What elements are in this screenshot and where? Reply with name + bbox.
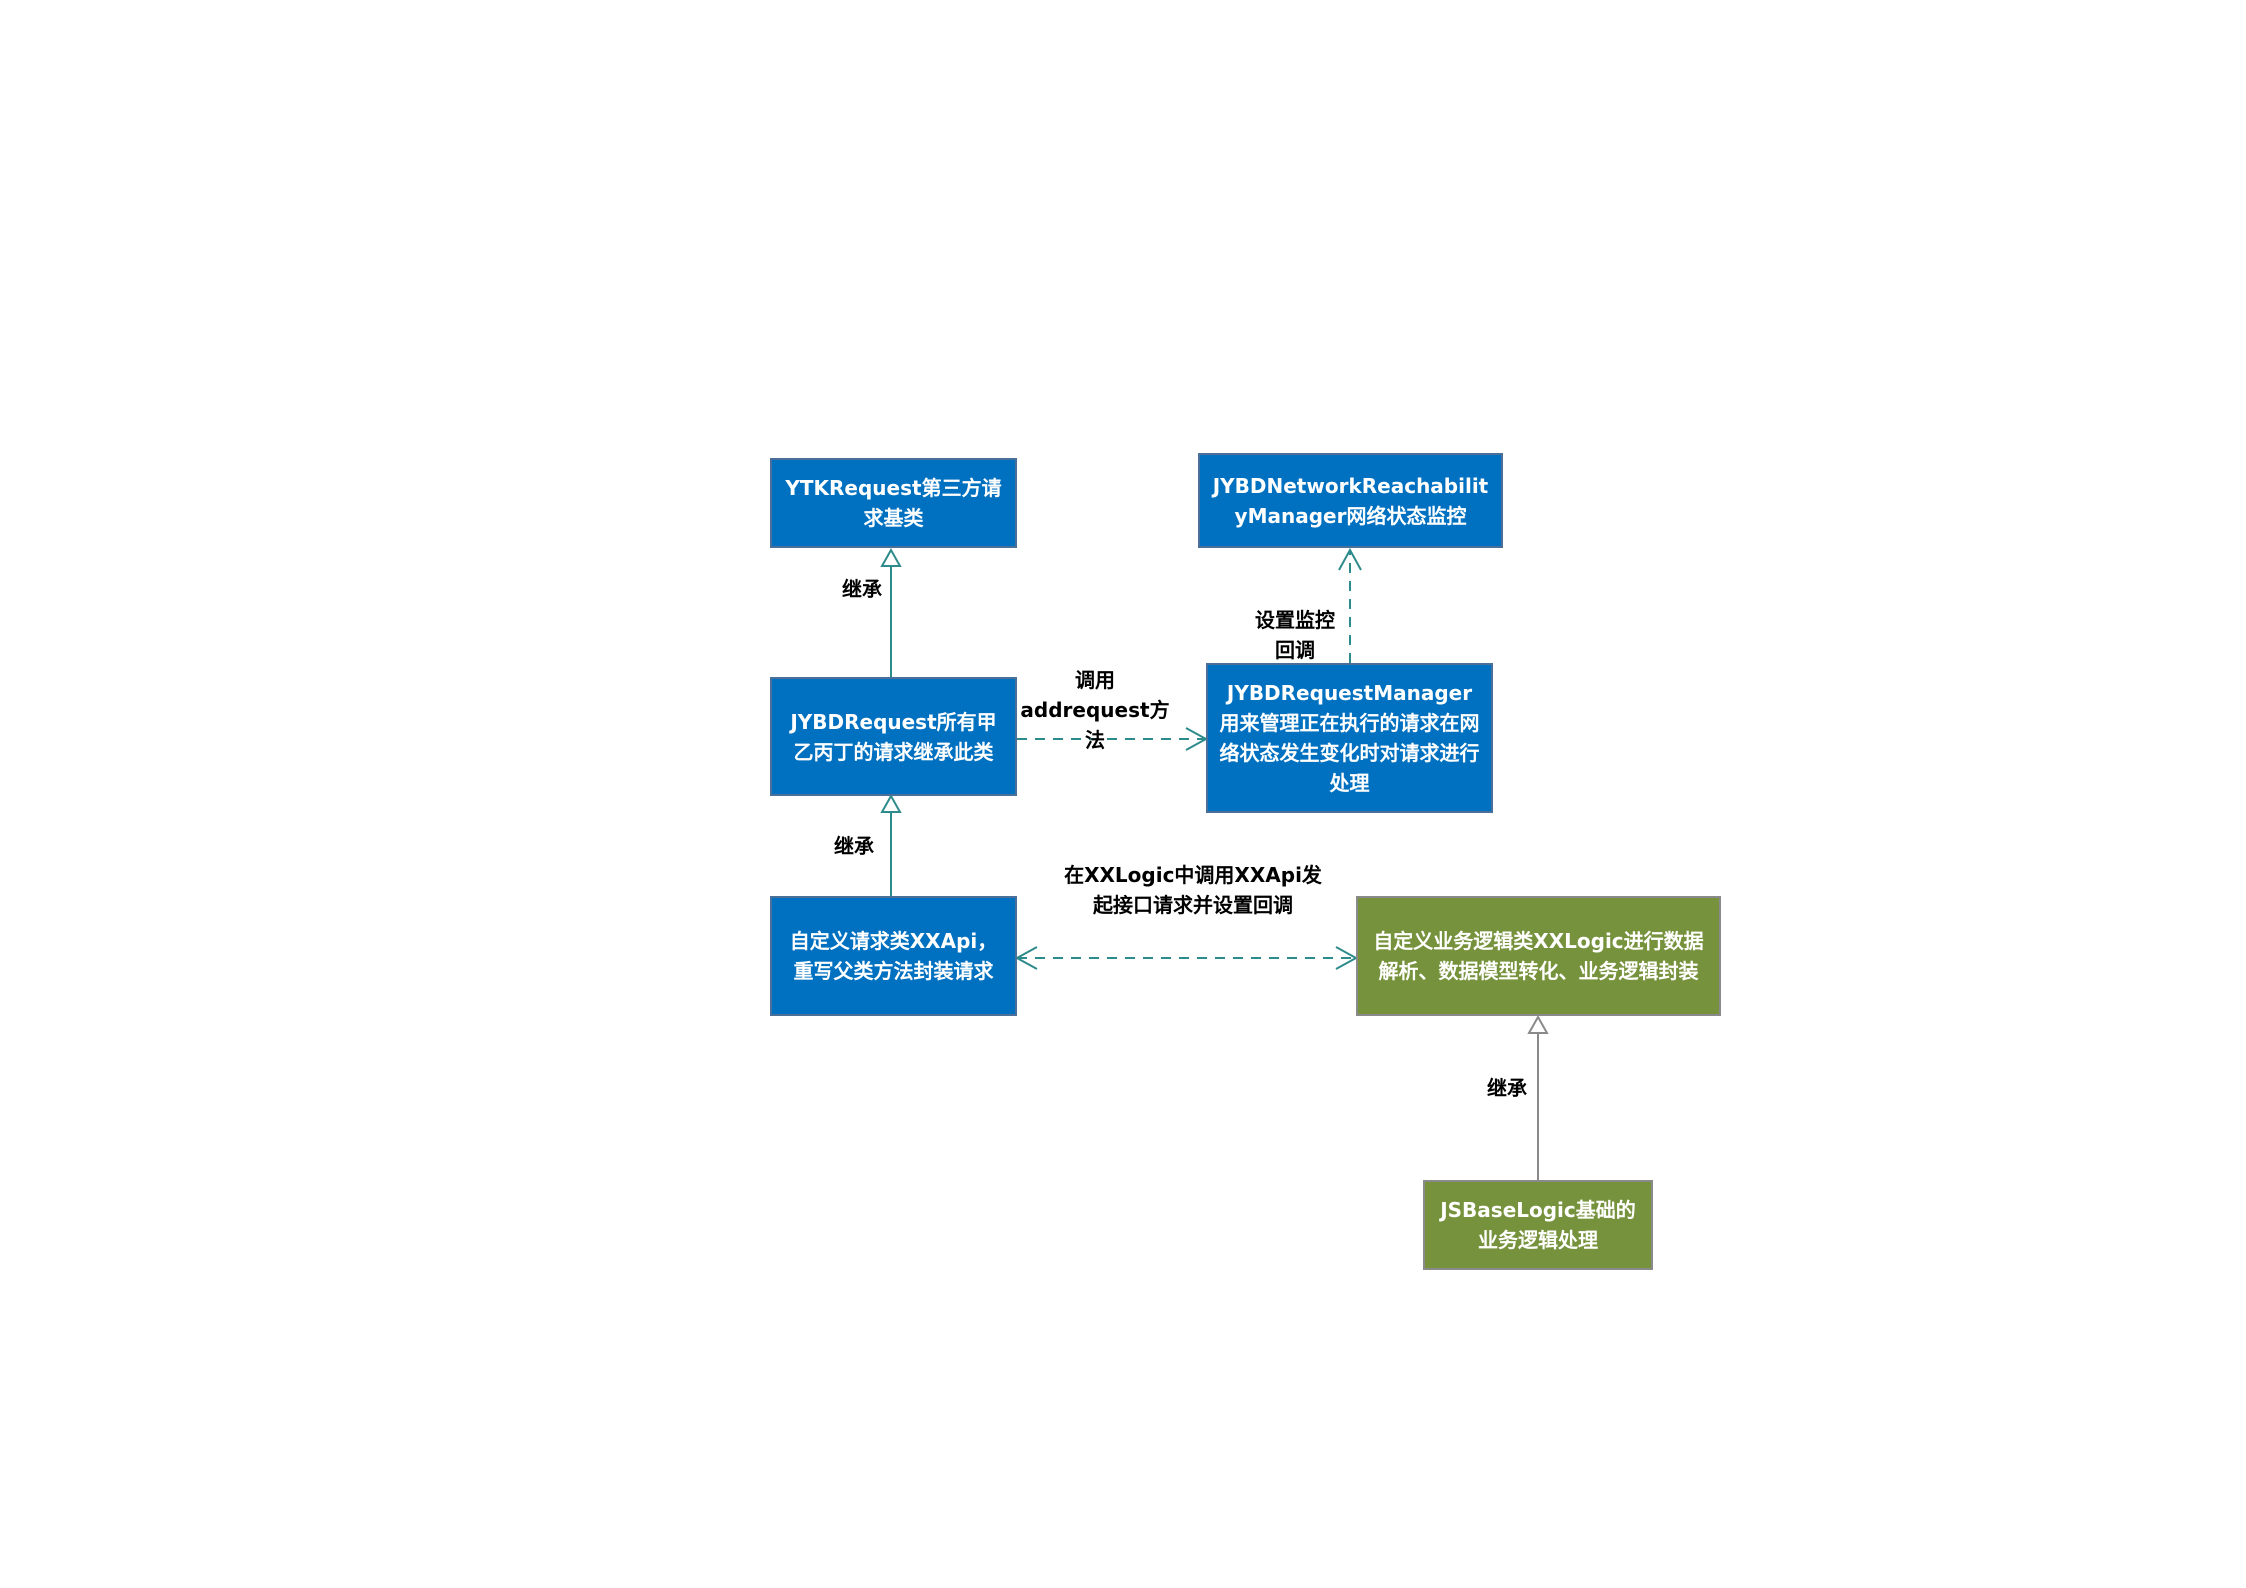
node-jybd-request-text: JYBDRequest所有甲乙丙丁的请求继承此类: [790, 709, 997, 764]
node-ytk-request: YTKRequest第三方请求基类: [770, 458, 1017, 548]
node-reachability-manager-text: JYBDNetworkReachabilityManager网络状态监控: [1212, 473, 1489, 528]
node-request-manager-text: JYBDRequestManager用来管理正在执行的请求在网络状态发生变化时对…: [1219, 681, 1480, 795]
inherit-arrowhead-jybd: [880, 793, 902, 813]
node-xx-api-text: 自定义请求类XXApi，重写父类方法封装请求: [789, 929, 998, 983]
arrowhead-xxapi: [1014, 946, 1038, 970]
node-xx-logic-text: 自定义业务逻辑类XXLogic进行数据解析、数据模型转化、业务逻辑封装: [1373, 929, 1704, 983]
callback-arrowhead-reachability: [1338, 547, 1362, 571]
edge-label-xxlogic-call-xxapi-text: 在XXLogic中调用XXApi发起接口请求并设置回调: [1064, 863, 1322, 917]
edge-label-inherit-jybd: 继承: [834, 834, 874, 858]
edge-label-set-monitor-callback-text: 设置监控回调: [1255, 608, 1335, 662]
inherit-arrowhead-xxlogic: [1527, 1014, 1549, 1034]
node-reachability-manager: JYBDNetworkReachabilityManager网络状态监控: [1198, 453, 1503, 548]
node-request-manager: JYBDRequestManager用来管理正在执行的请求在网络状态发生变化时对…: [1206, 663, 1493, 813]
edge-label-set-monitor-callback: 设置监控回调: [1250, 605, 1340, 665]
node-jybd-request: JYBDRequest所有甲乙丙丁的请求继承此类: [770, 677, 1017, 796]
node-xx-logic: 自定义业务逻辑类XXLogic进行数据解析、数据模型转化、业务逻辑封装: [1356, 896, 1721, 1016]
edge-label-xxlogic-call-xxapi: 在XXLogic中调用XXApi发起接口请求并设置回调: [1063, 860, 1323, 920]
node-xx-api: 自定义请求类XXApi，重写父类方法封装请求: [770, 896, 1017, 1016]
edge-label-call-add-request-text: 调用addrequest方法: [1020, 668, 1170, 752]
edge-label-inherit-ytk: 继承: [842, 577, 882, 601]
node-ytk-request-text: YTKRequest第三方请求基类: [785, 476, 1002, 530]
edge-label-inherit-xxlogic: 继承: [1487, 1076, 1527, 1100]
inherit-arrowhead-ytk: [880, 547, 902, 567]
node-js-base-logic-text: JSBaseLogic基础的业务逻辑处理: [1440, 1198, 1636, 1252]
node-js-base-logic: JSBaseLogic基础的业务逻辑处理: [1423, 1180, 1653, 1270]
edge-label-call-add-request: 调用addrequest方法: [1015, 665, 1175, 755]
